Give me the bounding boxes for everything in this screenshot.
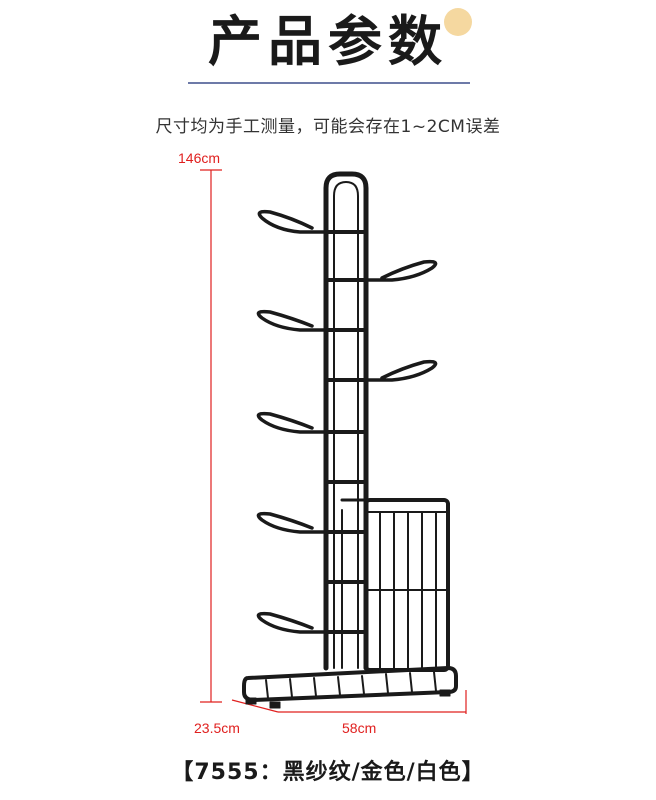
depth-dimension-line xyxy=(231,699,279,713)
width-label: 58cm xyxy=(342,720,377,736)
rack-frame xyxy=(242,171,458,709)
height-dimension-line xyxy=(200,169,222,703)
height-label: 146cm xyxy=(178,150,221,166)
model-caption: 【7555：黑纱纹/金色/白色】 xyxy=(171,760,485,785)
depth-label: 23.5cm xyxy=(194,720,240,736)
title-underline xyxy=(188,82,470,84)
width-dimension-line xyxy=(278,690,467,714)
measurement-note: 尺寸均为手工测量，可能会存在1~2CM误差 xyxy=(155,117,501,137)
decorative-dot xyxy=(444,8,472,36)
page-title: 产品参数 xyxy=(208,10,448,73)
